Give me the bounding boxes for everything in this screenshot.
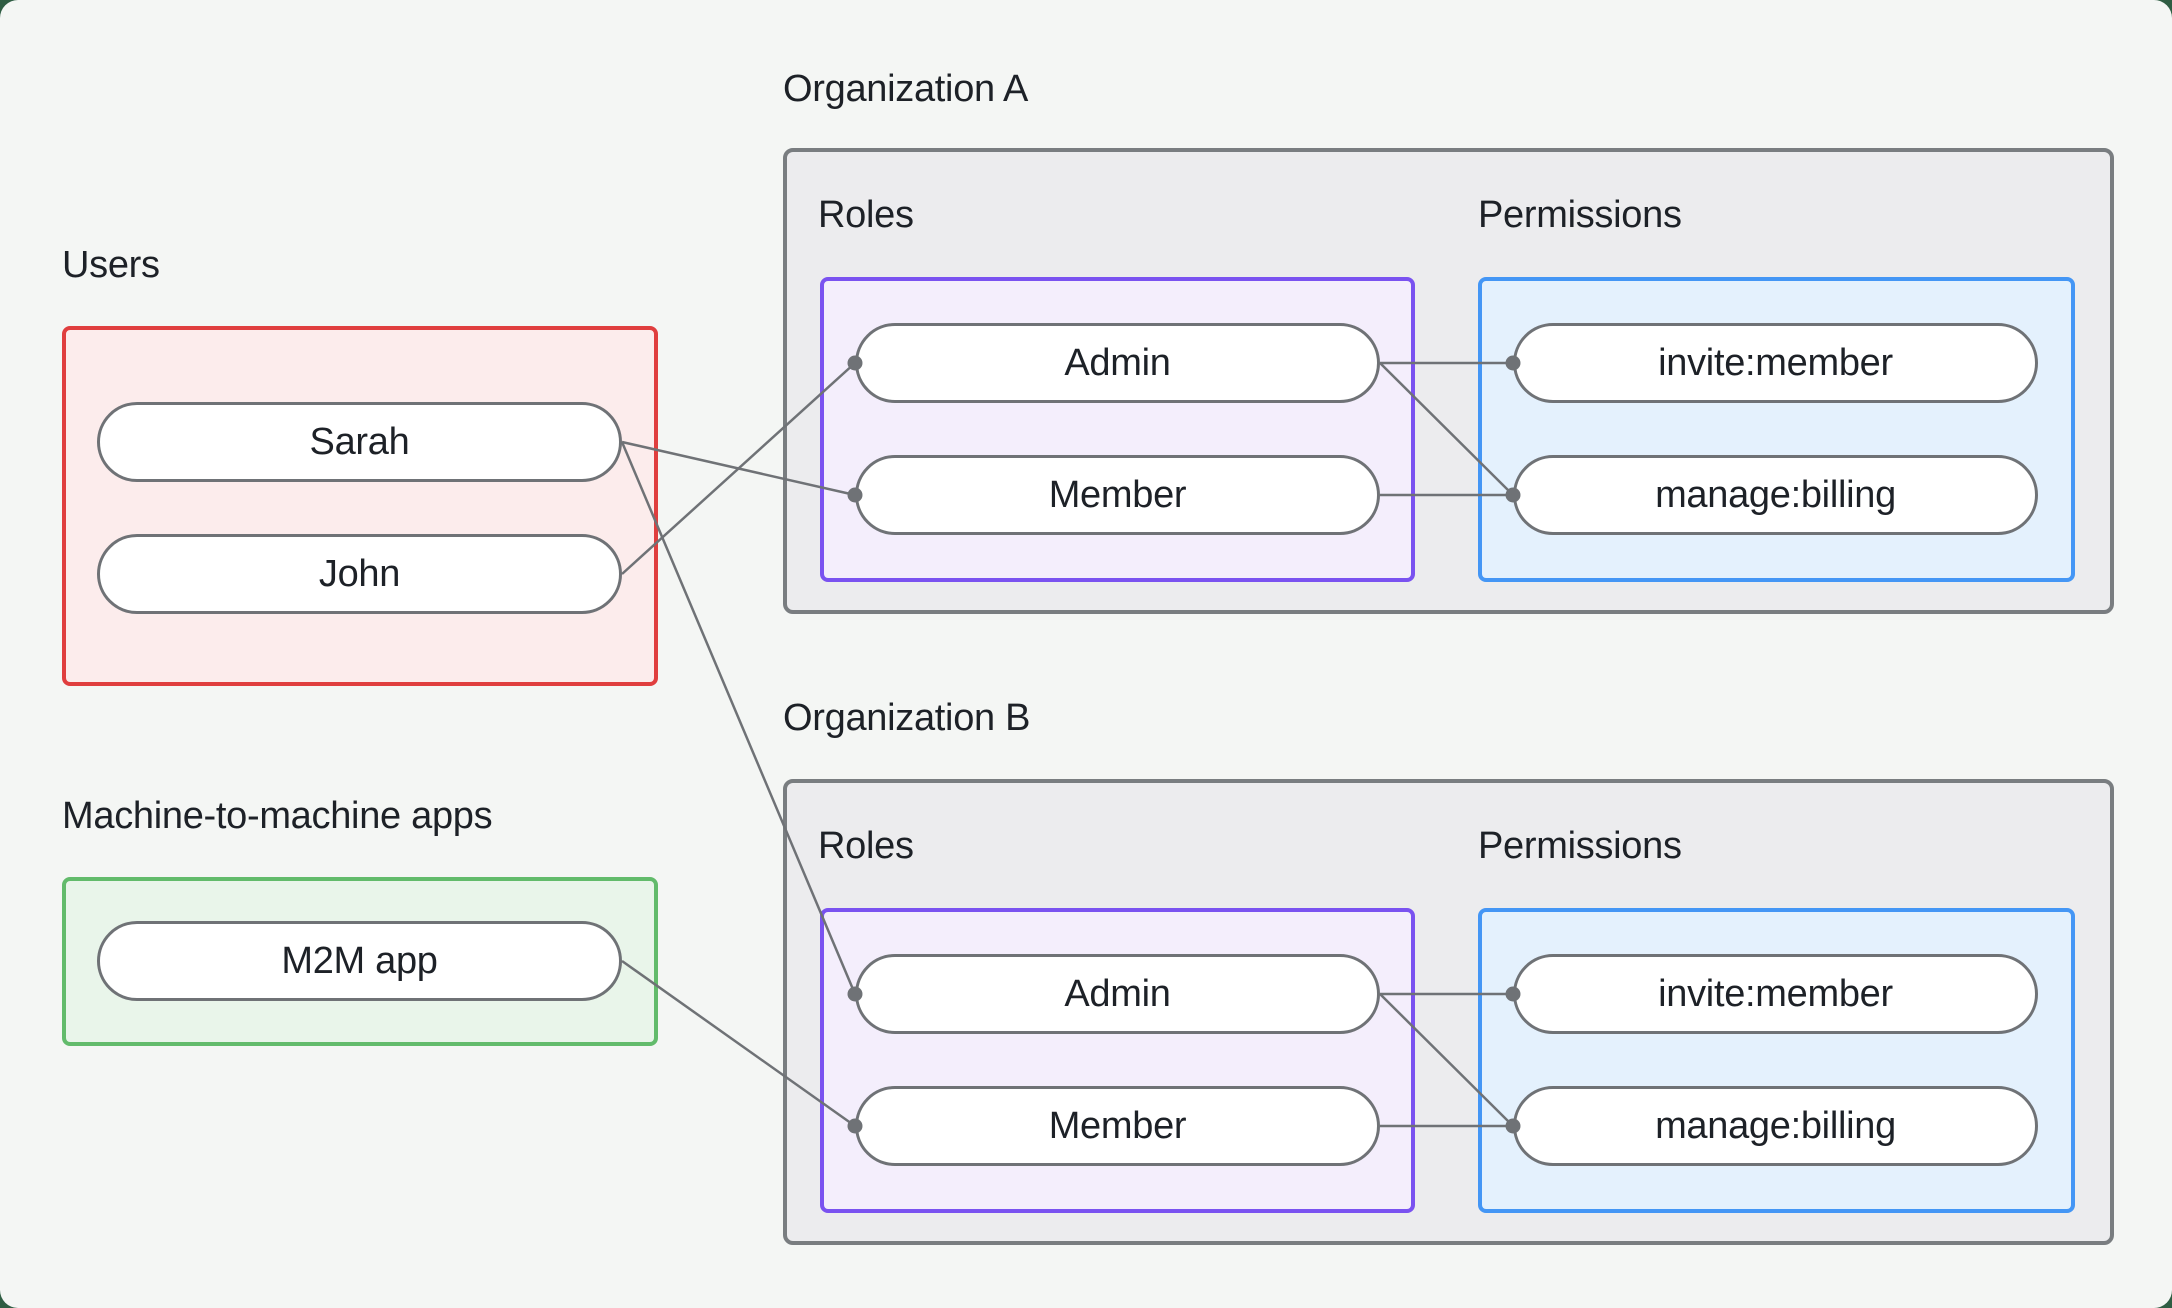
m2m-app-node-label: M2M app [281, 939, 438, 982]
org-b-role-member-label: Member [1048, 1104, 1187, 1147]
org-a-permissions-label: Permissions [1478, 194, 1682, 236]
org-a-role-admin-label: Admin [1064, 341, 1171, 384]
users-label: Users [62, 244, 160, 286]
user-node-john-label: John [318, 552, 401, 595]
user-node-sarah-label: Sarah [309, 420, 410, 463]
org-a-permission-invite-member-label: invite:member [1658, 341, 1893, 384]
org-a-permission-manage-billing-label: manage:billing [1655, 473, 1896, 516]
org-a-permission-manage-billing: manage:billing [1513, 455, 2038, 535]
user-node-sarah: Sarah [97, 402, 622, 482]
org-b-permission-invite-member: invite:member [1513, 954, 2038, 1034]
org-b-role-admin: Admin [855, 954, 1380, 1034]
org-a-title: Organization A [783, 68, 1029, 110]
org-b-role-admin-label: Admin [1064, 972, 1171, 1015]
org-b-permissions-label: Permissions [1478, 825, 1682, 867]
org-b-role-member: Member [855, 1086, 1380, 1166]
org-a-roles-label: Roles [818, 194, 914, 236]
users-group-box [62, 326, 658, 686]
user-node-john: John [97, 534, 622, 614]
org-a-role-member-label: Member [1048, 473, 1187, 516]
org-b-permission-manage-billing-label: manage:billing [1655, 1104, 1896, 1147]
org-a-permission-invite-member: invite:member [1513, 323, 2038, 403]
org-b-permission-invite-member-label: invite:member [1658, 972, 1893, 1015]
m2m-label: Machine-to-machine apps [62, 795, 493, 837]
org-b-title: Organization B [783, 697, 1031, 739]
m2m-app-node: M2M app [97, 921, 622, 1001]
org-a-role-admin: Admin [855, 323, 1380, 403]
org-a-role-member: Member [855, 455, 1380, 535]
org-b-permission-manage-billing: manage:billing [1513, 1086, 2038, 1166]
org-b-roles-label: Roles [818, 825, 914, 867]
